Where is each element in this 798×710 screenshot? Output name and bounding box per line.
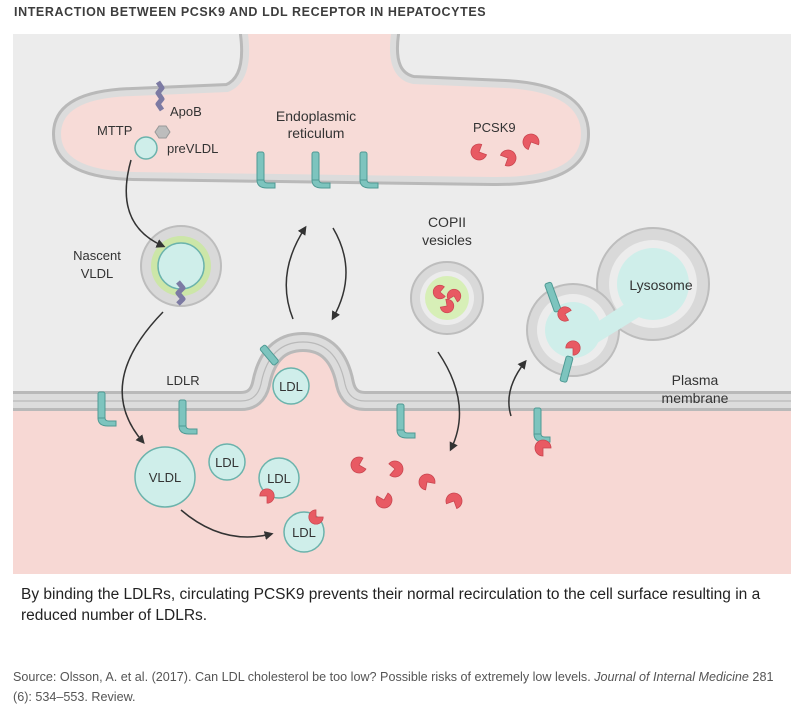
svg-text:LDL: LDL xyxy=(267,471,291,486)
source-prefix: Source: Olsson, A. et al. (2017). Can LD… xyxy=(13,670,595,684)
er-label-line1: Endoplasmic xyxy=(276,108,356,124)
previdl-particle xyxy=(134,136,158,160)
source-suffix: 281 (6): 534–553. Review. xyxy=(13,670,774,704)
plasma-label-line1: Plasma xyxy=(672,372,719,388)
previdl-label: preVLDL xyxy=(167,141,218,156)
ldl-particle-pit: LDL xyxy=(272,367,310,405)
pathway-arrows xyxy=(121,159,527,540)
ldl-particle-1: LDL xyxy=(208,443,246,481)
plasma-label-line2: membrane xyxy=(662,390,729,406)
nascent-vldl xyxy=(140,225,222,307)
endoplasmic-reticulum xyxy=(51,25,591,187)
ldl-particle-3: LDL xyxy=(283,509,325,553)
nascent-label-line2: VLDL xyxy=(81,266,114,281)
svg-text:LDL: LDL xyxy=(292,525,316,540)
apob-icon xyxy=(155,80,165,112)
extracellular-space xyxy=(13,342,791,574)
ldlr-label: LDLR xyxy=(166,373,199,388)
lysosome-label: Lysosome xyxy=(629,277,693,293)
er-ldlr-receptors xyxy=(256,151,379,189)
svg-text:LDL: LDL xyxy=(215,455,239,470)
er-label-line2: reticulum xyxy=(288,125,345,141)
ldl-particle-2: LDL xyxy=(258,457,300,504)
pcsk9-label: PCSK9 xyxy=(473,120,516,135)
svg-text:VLDL: VLDL xyxy=(149,470,182,485)
copii-label-line2: vesicles xyxy=(422,232,472,248)
svg-text:LDL: LDL xyxy=(279,379,303,394)
figure-title: INTERACTION BETWEEN PCSK9 AND LDL RECEPT… xyxy=(14,5,487,19)
vldl-particle: VLDL xyxy=(134,446,196,508)
nascent-label-line1: Nascent xyxy=(73,248,121,263)
pcsk9-ldlr-diagram: ApoB MTTP preVLDL Endoplasmic reticulum … xyxy=(13,25,791,574)
copii-vesicle xyxy=(410,261,484,335)
lysosome xyxy=(526,227,710,383)
source-citation: Source: Olsson, A. et al. (2017). Can LD… xyxy=(13,667,783,707)
mttp-label: MTTP xyxy=(97,123,132,138)
copii-label-line1: COPII xyxy=(428,214,466,230)
apob-label: ApoB xyxy=(170,104,202,119)
mttp-icon xyxy=(154,125,171,139)
membrane-ldlr-receptors xyxy=(97,344,551,443)
figure-caption: By binding the LDLRs, circulating PCSK9 … xyxy=(21,586,761,624)
source-journal: Journal of Internal Medicine xyxy=(594,670,749,684)
